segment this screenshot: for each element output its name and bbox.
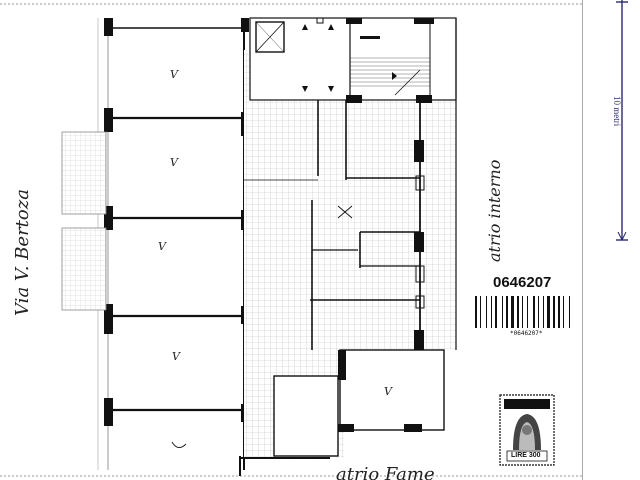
street-label: Via V. Bertoza bbox=[12, 189, 33, 316]
barcode bbox=[475, 296, 570, 328]
stamp-value: LIRE 300 bbox=[511, 452, 541, 459]
balcony bbox=[61, 227, 107, 311]
room-mark: V bbox=[170, 156, 179, 169]
stairwell bbox=[249, 17, 457, 103]
lower-rooms bbox=[239, 349, 445, 476]
revenue-stamp bbox=[499, 394, 555, 466]
hand-mark bbox=[171, 441, 187, 448]
courtyard-label: atrio interno bbox=[485, 160, 504, 262]
room-mark: V bbox=[158, 240, 167, 253]
right-rooms bbox=[244, 18, 457, 350]
room-mark: V bbox=[170, 68, 179, 81]
room-mark: V bbox=[384, 385, 393, 398]
balcony bbox=[61, 131, 107, 215]
room-mark: V bbox=[172, 350, 181, 363]
scale-label: 10 metri bbox=[612, 96, 622, 127]
barcode-text: *0646207* bbox=[510, 330, 543, 337]
left-rooms bbox=[97, 18, 249, 470]
bottom-label: atrio Fame bbox=[336, 464, 435, 480]
registry-code: 0646207 bbox=[493, 274, 552, 291]
scale-bar bbox=[582, 0, 628, 480]
